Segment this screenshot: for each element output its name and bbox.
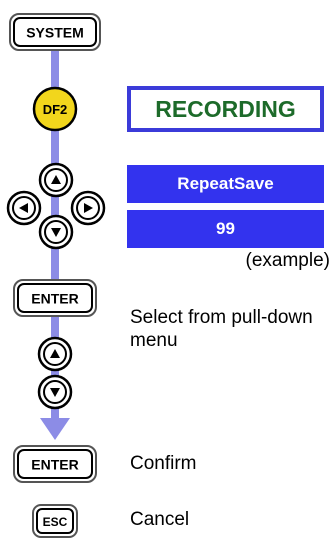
cancel-instruction: Cancel <box>130 509 190 530</box>
down-arrow-icon <box>50 388 60 397</box>
enter-key-label: ENTER <box>31 457 78 473</box>
system-key[interactable]: SYSTEM <box>8 12 102 52</box>
setting-label: RepeatSave <box>177 174 274 193</box>
select-instruction: Select from pull-down menu <box>130 307 313 351</box>
screen-title-box: RECORDING <box>127 86 324 132</box>
esc-key-label: ESC <box>43 515 68 529</box>
down-arrow-icon <box>38 214 74 250</box>
direction-pad[interactable] <box>6 160 106 250</box>
example-note: (example) <box>245 250 330 271</box>
setting-field: RepeatSave <box>127 165 324 203</box>
connector-arrow-head <box>40 418 70 440</box>
enter-key-label: ENTER <box>31 291 78 307</box>
pulldown-down-button[interactable] <box>34 374 76 410</box>
right-arrow-icon <box>70 190 106 226</box>
screen-title: RECORDING <box>155 95 296 122</box>
df2-key[interactable]: DF2 <box>32 86 78 132</box>
system-key-label: SYSTEM <box>26 25 84 41</box>
confirm-instruction: Confirm <box>130 453 197 474</box>
esc-key[interactable]: ESC <box>31 503 79 539</box>
enter-key-select[interactable]: ENTER <box>12 278 98 318</box>
df2-key-label: DF2 <box>43 102 68 117</box>
up-arrow-icon <box>38 162 74 198</box>
value-label: 99 <box>216 219 235 238</box>
value-field: 99 <box>127 210 324 248</box>
up-arrow-icon <box>50 349 60 358</box>
pulldown-up-button[interactable] <box>34 336 76 372</box>
enter-key-confirm[interactable]: ENTER <box>12 444 98 484</box>
left-arrow-icon <box>6 190 42 226</box>
